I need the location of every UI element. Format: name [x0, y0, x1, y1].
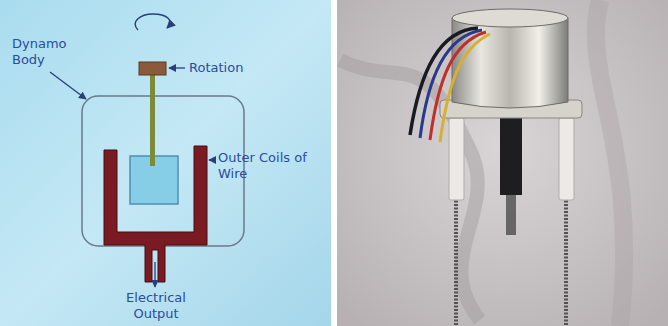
spacer: [449, 118, 464, 200]
leader-line: [209, 159, 215, 160]
motor-top: [452, 9, 568, 27]
motor-body: [452, 18, 568, 108]
screw: [564, 190, 568, 326]
photo-ground: [337, 0, 668, 326]
wire: [430, 32, 486, 140]
gear-shaft: [500, 115, 522, 195]
pulley: [139, 62, 166, 75]
wire: [440, 34, 490, 142]
marble-vein: [596, 0, 624, 326]
part-label: Outer Coils of Wire: [218, 150, 324, 182]
leader-line: [169, 67, 185, 68]
part-label: Rotation: [189, 60, 269, 76]
rotation-arrow: [135, 14, 170, 30]
leader-line: [50, 72, 86, 99]
part-label: Electrical Output: [112, 290, 200, 322]
spacer: [559, 118, 574, 200]
shaft: [150, 74, 155, 166]
gear-shaft: [506, 195, 516, 235]
leader-line: [154, 262, 155, 287]
screw: [454, 190, 458, 326]
coil-of-wire: [104, 146, 207, 282]
panel-ground: [0, 0, 331, 326]
part-label: Dynamo Body: [12, 36, 78, 68]
